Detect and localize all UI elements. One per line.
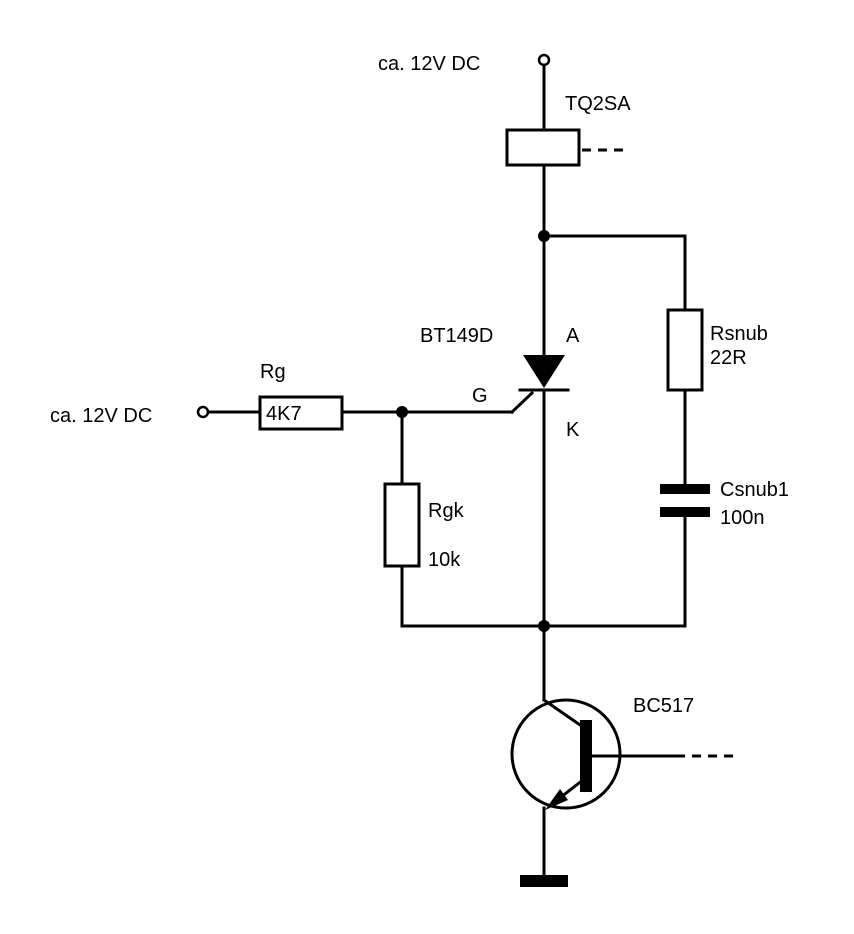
supply-left-label: ca. 12V DC: [50, 405, 152, 427]
transistor-collector-lead: [541, 697, 586, 730]
wire-gate-diagonal: [509, 390, 535, 415]
rgk-name: Rgk: [428, 500, 465, 522]
csnub-name: Csnub1: [720, 479, 789, 501]
rgk-value: 10k: [428, 549, 461, 571]
csnub-value: 100n: [720, 507, 765, 529]
cathode-label: K: [566, 419, 580, 441]
supply-top-label: ca. 12V DC: [378, 53, 480, 75]
rgk-resistor: [383, 482, 421, 568]
rg-name: Rg: [260, 361, 286, 383]
transistor-emitter-arrow: [545, 789, 568, 810]
relay-label: TQ2SA: [565, 93, 631, 115]
thyristor-label: BT149D: [420, 325, 493, 347]
relay-coil: [505, 128, 581, 167]
ground-symbol: [520, 875, 568, 887]
rsnub-resistor: [666, 308, 704, 392]
transistor-label: BC517: [633, 695, 694, 717]
rsnub-value: 22R: [710, 347, 747, 369]
csnub-plate-top: [660, 484, 710, 494]
anode-label: A: [566, 325, 580, 347]
transistor-body: [510, 698, 622, 810]
rsnub-name: Rsnub: [710, 323, 768, 345]
transistor-base-bar: [580, 720, 592, 792]
rg-resistor: [258, 395, 344, 431]
csnub-plate-bottom: [660, 507, 710, 517]
rg-value: 4K7: [266, 403, 302, 425]
gate-label: G: [472, 385, 488, 407]
thyristor-triangle: [523, 355, 565, 388]
